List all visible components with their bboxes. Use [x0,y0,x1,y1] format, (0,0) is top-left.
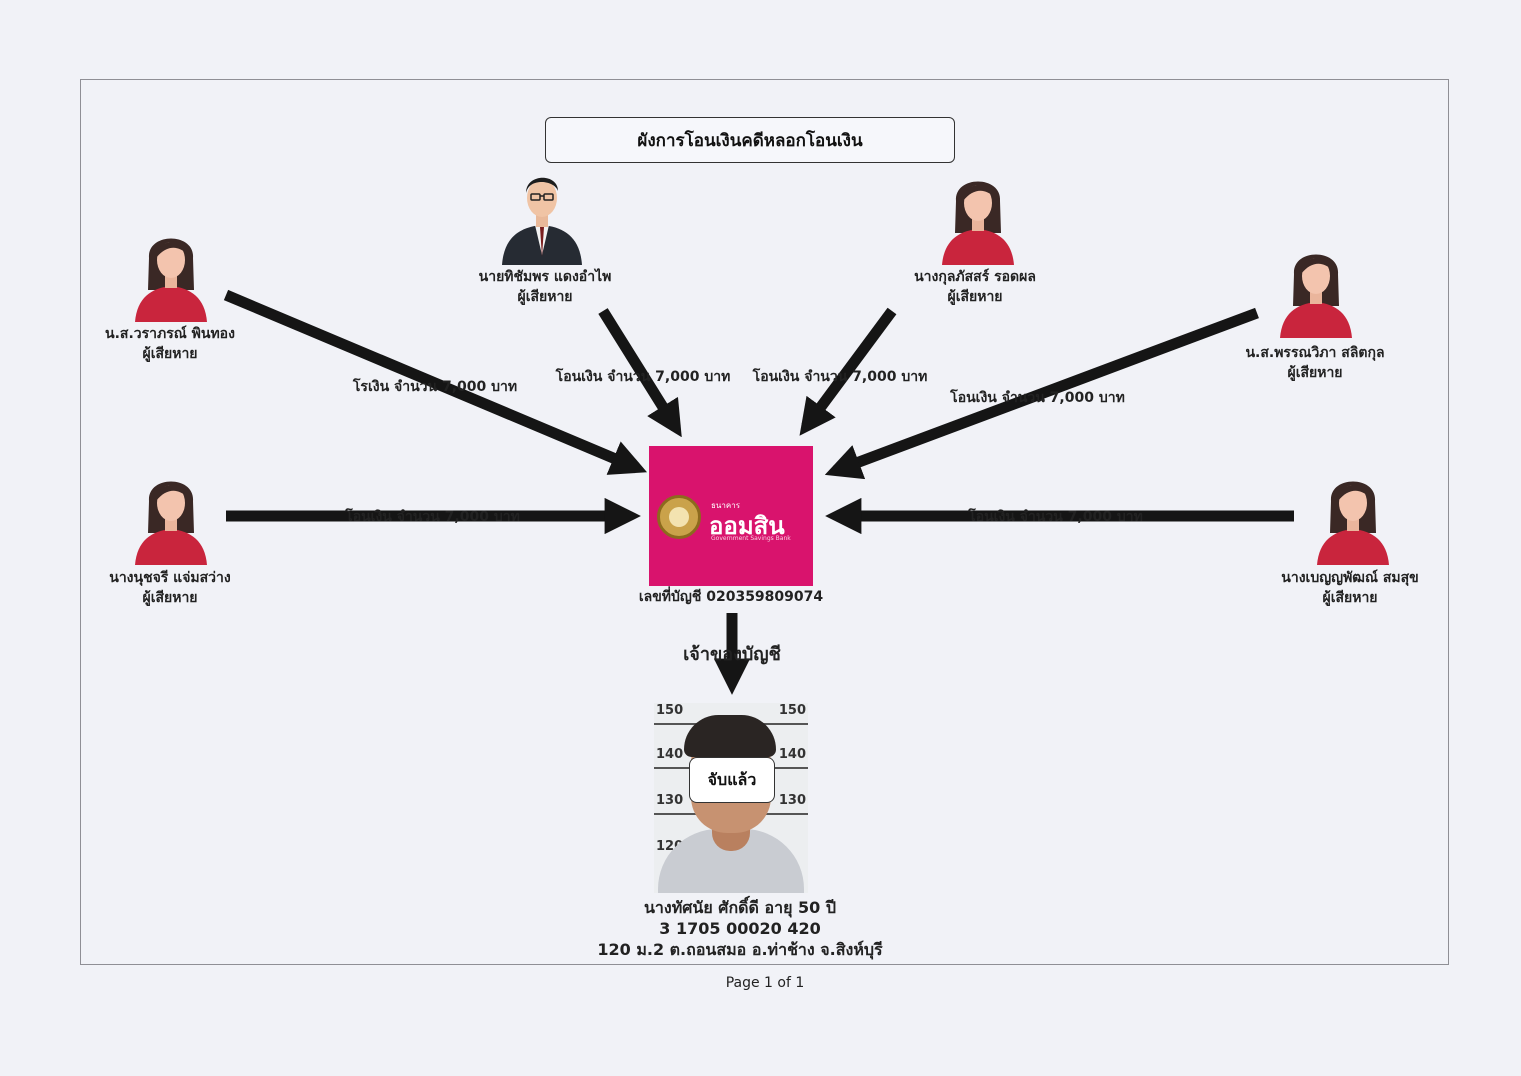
bank-logo: ธนาคาร ออมสิน Government Savings Bank [649,446,813,586]
victim-label: นางกุลภัสสร์ รอดผลผู้เสียหาย [914,269,1036,305]
transfer-amount-label: โรเงิน จำนวน 7,000 บาท [352,379,518,395]
arrested-badge: จับแล้ว [689,757,775,803]
victim-label: น.ส.วราภรณ์ พินทองผู้เสียหาย [105,326,235,362]
victim-label: น.ส.พรรณวิภา สลิตกุลผู้เสียหาย [1245,345,1385,381]
victim-label: นางนุชจรี แจ่มสว่างผู้เสียหาย [109,570,231,606]
female-person-icon [135,481,207,565]
female-person-icon [942,181,1014,265]
arrow-victim-topleft [223,289,648,475]
arrow-victim-topcenterright [799,307,897,436]
victim-label: นางเบญญพัฒณ์ สมสุขผู้เสียหาย [1281,570,1419,606]
arrow-victim-topright [824,307,1259,480]
suspect-details: นางทัศนัย ศักดิ์ดี อายุ 50 ปี 3 1705 000… [540,897,940,960]
bank-name-english: Government Savings Bank [711,535,791,542]
transfer-amount-label: โอนเงิน จำนวน 7,000 บาท [345,509,520,525]
suspect-id-number: 3 1705 00020 420 [659,919,821,938]
female-person-icon [1317,481,1389,565]
account-owner-label: เจ้าของบัญชี [683,644,781,665]
diagram-frame [80,79,1449,965]
bank-emblem-icon [657,495,701,539]
transfer-amount-label: โอนเงิน จำนวน 7,000 บาท [555,369,731,385]
transfer-amount-label: โอนเงิน จำนวน 7,000 บาท [752,369,928,385]
arrow-victim-topcenterleft [598,308,682,438]
bank-name: ออมสิน [709,512,785,540]
transfer-amount-label: โอนเงิน จำนวน 7,000 บาท [968,509,1143,525]
suspect-hair [684,715,776,757]
diagram-title: ผังการโอนเงินคดีหลอกโอนเงิน [545,117,955,163]
transfer-amount-label: โอนเงิน จำนวน 7,000 บาท [950,390,1125,406]
account-number: เลขที่บัญชี 020359809074 [638,589,824,605]
bank-label-small: ธนาคาร [711,501,740,510]
suspect-name: นางทัศนัย ศักดิ์ดี อายุ 50 ปี [643,898,837,917]
female-person-icon [135,238,207,322]
victim-label: นายทิชัมพร แดงอำไพผู้เสียหาย [478,269,612,305]
male-person-icon [502,177,582,265]
page-footer: Page 1 of 1 [725,975,805,991]
suspect-address: 120 ม.2 ต.ถอนสมอ อ.ท่าช้าง จ.สิงห์บุรี [597,940,883,959]
female-person-icon [1280,254,1352,338]
